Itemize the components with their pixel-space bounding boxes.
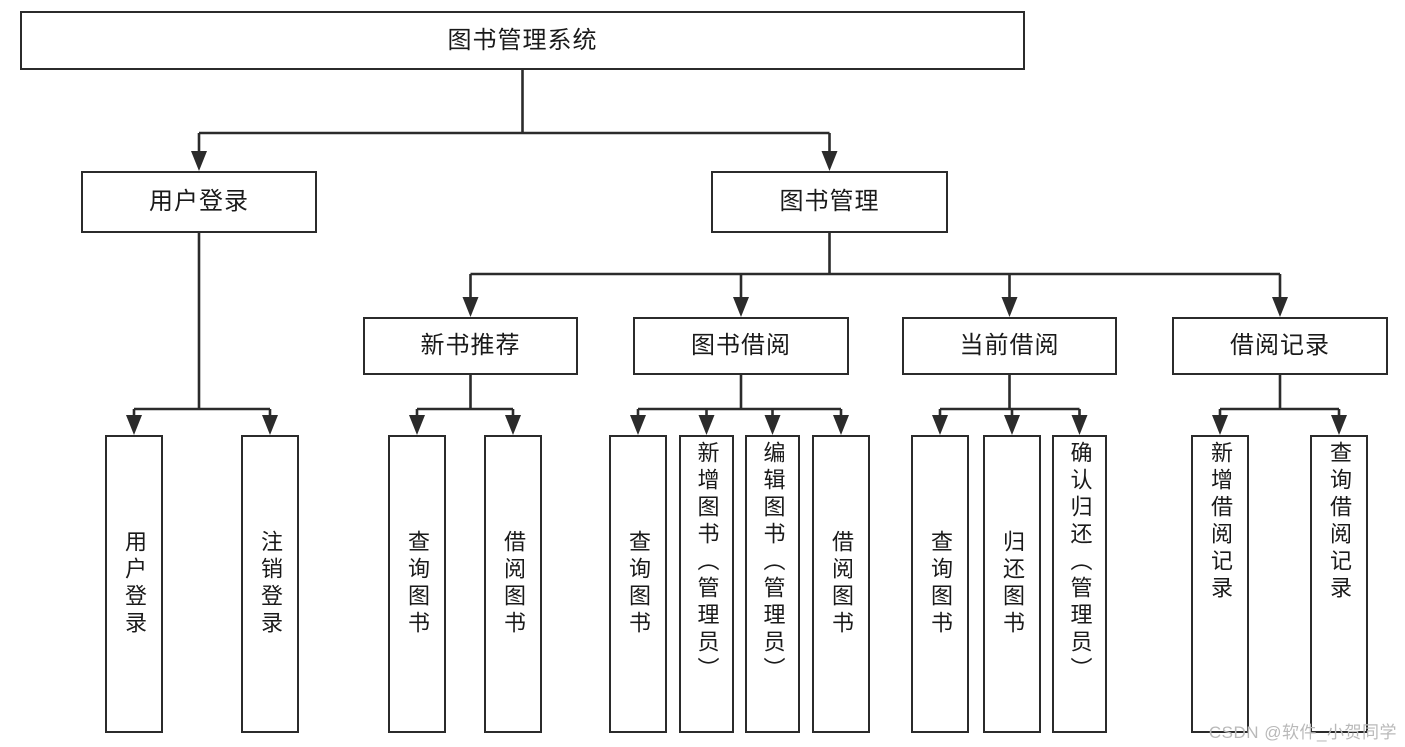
node-borrow-record[interactable]: 借阅记录 [1172, 317, 1388, 375]
node-leaf-query-book-2[interactable]: 查询图书 [609, 435, 667, 733]
arrowhead-icon [126, 415, 142, 435]
node-label: 归还图书 [1000, 530, 1025, 638]
arrowhead-icon [462, 297, 479, 317]
node-label: 借阅记录 [1230, 332, 1330, 359]
arrowhead-icon [1272, 297, 1288, 317]
arrowhead-icon [630, 415, 646, 435]
node-leaf-borrow-book-1[interactable]: 借阅图书 [484, 435, 542, 733]
node-leaf-edit-book[interactable]: 编辑图书（管理员） [745, 435, 800, 733]
node-leaf-query-book-3[interactable]: 查询图书 [911, 435, 969, 733]
watermark-label: CSDN @软件_小贺同学 [1208, 723, 1397, 742]
node-label: 新增图书（管理员） [694, 441, 720, 684]
node-label: 借阅图书 [829, 530, 854, 638]
node-label: 查询图书 [405, 530, 430, 638]
arrowhead-icon [932, 415, 948, 435]
node-label: 注销登录 [258, 530, 283, 638]
arrowhead-icon [764, 415, 781, 435]
node-book-borrow[interactable]: 图书借阅 [633, 317, 849, 375]
node-label: 查询借阅记录 [1327, 441, 1352, 603]
node-label: 用户登录 [122, 530, 147, 638]
arrowhead-icon [409, 415, 425, 435]
node-leaf-return-book[interactable]: 归还图书 [983, 435, 1041, 733]
node-leaf-confirm-return[interactable]: 确认归还（管理员） [1052, 435, 1107, 733]
node-label: 当前借阅 [959, 332, 1060, 359]
node-label: 新书推荐 [420, 332, 521, 359]
arrowhead-icon [1001, 297, 1018, 317]
node-label: 图书借阅 [691, 332, 791, 359]
arrowhead-icon [1071, 415, 1088, 435]
node-label: 确认归还（管理员） [1067, 441, 1093, 684]
node-book-manage[interactable]: 图书管理 [711, 171, 948, 233]
node-leaf-query-record[interactable]: 查询借阅记录 [1310, 435, 1368, 733]
node-leaf-query-book-1[interactable]: 查询图书 [388, 435, 446, 733]
node-label: 查询图书 [626, 530, 651, 638]
node-label: 编辑图书（管理员） [760, 441, 786, 684]
arrowhead-icon [821, 151, 838, 171]
node-leaf-logout[interactable]: 注销登录 [241, 435, 299, 733]
node-leaf-borrow-book-2[interactable]: 借阅图书 [812, 435, 870, 733]
arrowhead-icon [733, 297, 749, 317]
node-label: 图书管理 [779, 188, 880, 215]
node-label: 图书管理系统 [447, 26, 598, 54]
node-label: 用户登录 [149, 188, 249, 215]
node-leaf-add-book[interactable]: 新增图书（管理员） [679, 435, 734, 733]
arrowhead-icon [505, 415, 521, 435]
node-user-login[interactable]: 用户登录 [81, 171, 317, 233]
node-new-book-rec[interactable]: 新书推荐 [363, 317, 578, 375]
arrowhead-icon [1212, 415, 1228, 435]
node-label: 新增借阅记录 [1208, 441, 1233, 603]
arrowhead-icon [1004, 415, 1020, 435]
node-current-borrow[interactable]: 当前借阅 [902, 317, 1117, 375]
node-leaf-user-login[interactable]: 用户登录 [105, 435, 163, 733]
arrowhead-icon [1331, 415, 1347, 435]
arrowhead-icon [698, 415, 715, 435]
arrowhead-icon [191, 151, 207, 171]
node-leaf-add-record[interactable]: 新增借阅记录 [1191, 435, 1249, 733]
arrowhead-icon [833, 415, 849, 435]
node-label: 查询图书 [928, 530, 953, 638]
node-label: 借阅图书 [501, 530, 526, 638]
arrowhead-icon [262, 415, 278, 435]
node-root[interactable]: 图书管理系统 [20, 11, 1025, 70]
